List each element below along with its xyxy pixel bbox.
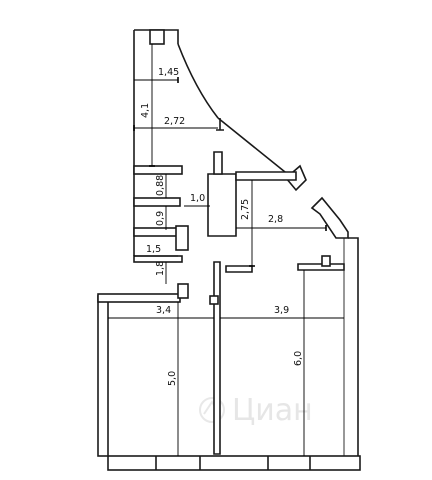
dim-label-1: 1,45: [158, 67, 179, 78]
wall-int-1: [133, 165, 183, 175]
dim-label-14: 6,0: [293, 351, 304, 366]
wall-int-6: [177, 283, 189, 299]
wall-left-lower: [97, 295, 109, 457]
wall-bottom: [107, 455, 361, 471]
dim-label-9: 1,5: [146, 244, 161, 255]
wall-small-stub: [216, 118, 224, 131]
exterior-walls: [97, 29, 361, 471]
dim-label-11: 3,4: [156, 305, 171, 316]
wall-top-notch: [149, 29, 165, 45]
wall-diagonal-curve: [177, 43, 219, 119]
wall-room-divider: [213, 261, 221, 455]
wall-top: [134, 29, 179, 44]
dim-label-12: 3,9: [274, 305, 289, 316]
wall-right-stub: [321, 255, 331, 267]
dim-label-5: 1,0: [190, 193, 205, 204]
dim-label-6: 2,75: [240, 199, 251, 220]
watermark-text: Циан: [232, 393, 313, 428]
wall-room-top-left: [97, 293, 181, 303]
dimension-labels: 1,45 4,1 2,72 0,88 1,0 2,75 2,8 0,9 1,5 …: [140, 67, 304, 386]
dim-label-2: 4,1: [140, 103, 151, 118]
central-block-top: [213, 151, 223, 175]
central-block: [207, 173, 237, 237]
wall-right-room-top: [297, 263, 345, 271]
wall-bay-right: [310, 196, 349, 239]
wall-bottom-windows: [155, 456, 311, 470]
dim-label-7: 2,8: [268, 214, 283, 225]
dim-label-4: 0,88: [155, 175, 166, 196]
wall-int-3: [133, 227, 183, 237]
dimension-lines: [108, 44, 344, 456]
wall-right: [348, 237, 359, 458]
interior-walls: [133, 118, 345, 455]
wall-int-5: [175, 225, 189, 251]
dim-label-3: 2,72: [164, 116, 185, 127]
wall-diagonal-lower: [217, 117, 291, 177]
wall-int-2: [133, 197, 181, 207]
wall-divider-door: [209, 295, 219, 305]
dim-label-8: 0,9: [155, 211, 166, 226]
dim-label-10: 1,8: [155, 261, 166, 276]
wall-room-divider-top: [225, 265, 253, 273]
dim-label-13: 5,0: [167, 371, 178, 386]
wall-corridor-top: [235, 171, 297, 181]
